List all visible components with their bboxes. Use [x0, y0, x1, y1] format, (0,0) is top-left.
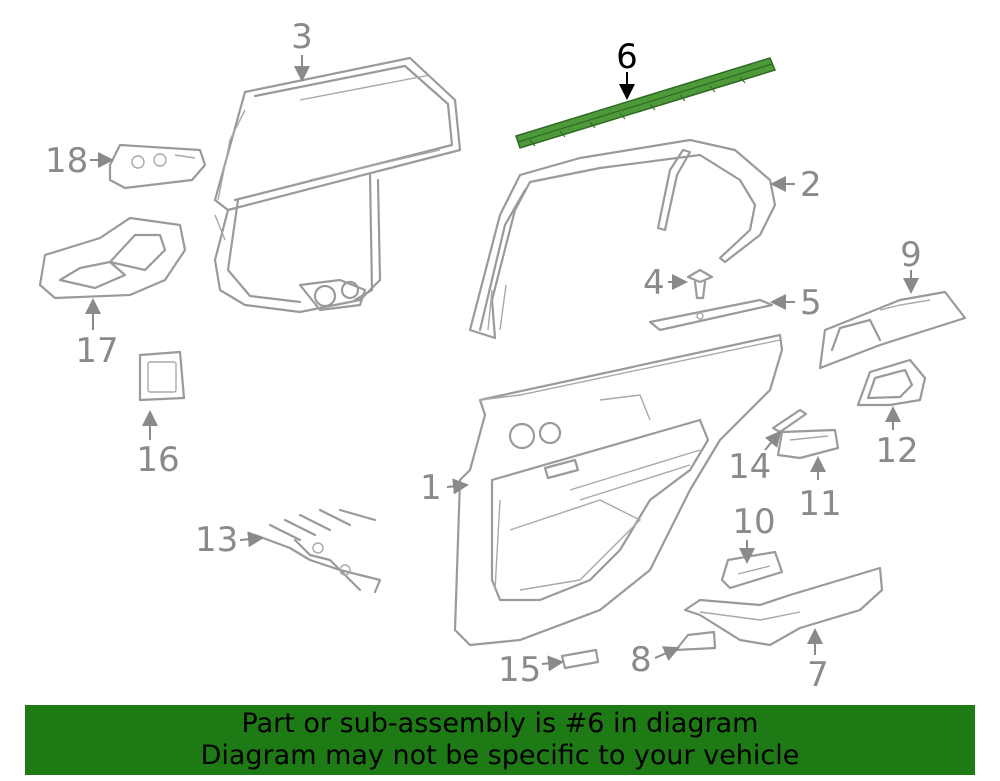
callout-17: 17	[75, 331, 118, 371]
leader-lines	[85, 55, 919, 672]
callout-8: 8	[630, 640, 652, 680]
part-1-door-panel	[453, 333, 784, 647]
callout-11: 11	[798, 484, 841, 524]
part-4-clip	[686, 268, 714, 300]
callout-3: 3	[291, 17, 313, 57]
callout-6: 6	[616, 37, 638, 77]
callout-18: 18	[45, 141, 88, 181]
callout-7: 7	[807, 655, 829, 695]
part-6-weatherstrip	[515, 57, 777, 149]
part-13-harness	[253, 508, 382, 594]
info-banner: Part or sub-assembly is #6 in diagram Di…	[25, 705, 975, 775]
part-8-trim-piece	[674, 630, 717, 652]
callout-15: 15	[498, 650, 541, 690]
part-16-switch	[138, 350, 186, 402]
callout-1: 1	[420, 468, 442, 508]
callout-9: 9	[900, 235, 922, 275]
banner-line-1: Part or sub-assembly is #6 in diagram	[241, 708, 759, 739]
part-17-seat-switch	[38, 216, 187, 300]
part-14-clip	[771, 408, 808, 434]
callout-14: 14	[728, 447, 771, 487]
callout-12: 12	[875, 431, 918, 471]
callout-13: 13	[195, 520, 238, 560]
banner-line-2: Diagram may not be specific to your vehi…	[200, 740, 800, 771]
callout-labels: 3 6 2 4 5 9 12 1 14 11 10 7 8 15 13 16 1…	[45, 17, 922, 695]
part-11-handle	[776, 428, 840, 460]
part-9-trim	[818, 290, 967, 370]
part-18-switch	[108, 143, 207, 190]
callout-5: 5	[800, 283, 822, 323]
callout-16: 16	[136, 440, 179, 480]
part-10-switch	[720, 550, 784, 590]
part-7-armrest	[683, 566, 884, 647]
callout-10: 10	[732, 502, 775, 542]
part-2-frame-seal	[468, 138, 777, 340]
callout-2: 2	[800, 165, 822, 205]
part-3-window-regulator	[213, 56, 462, 314]
part-5-strip	[648, 298, 774, 332]
part-12-bezel	[856, 358, 927, 407]
callout-4: 4	[643, 263, 665, 303]
parts-diagram: 3 6 2 4 5 9 12 1 14 11 10 7 8 15 13 16 1…	[38, 17, 967, 695]
part-15-block	[560, 648, 600, 670]
